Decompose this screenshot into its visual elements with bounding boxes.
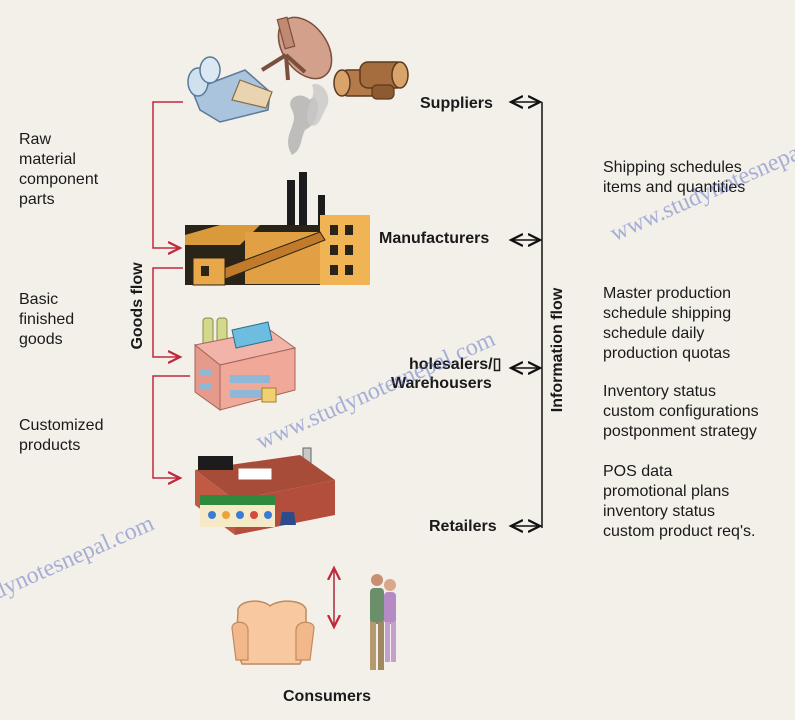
goods-flow-suppliers-to-manufacturers <box>152 101 183 248</box>
supplier-illustration <box>187 16 409 123</box>
goods-flow-warehousers-to-retailers <box>152 375 190 478</box>
stage-suppliers: Suppliers <box>420 95 493 112</box>
goods-flow-manufacturers-to-warehousers <box>152 267 183 357</box>
information-flow-label: Information flow <box>549 287 566 413</box>
label-basic-finished-goods: Basic finished goods <box>19 291 75 348</box>
info-shipping-schedules: Shipping schedules items and quantities <box>603 159 746 196</box>
factory-illustration <box>185 84 370 286</box>
armchair-icon <box>231 600 315 665</box>
info-pos-data: POS data promotional plans inventory sta… <box>603 463 756 540</box>
retail-store-illustration <box>195 447 335 535</box>
stage-warehousers: Warehousers <box>391 375 492 392</box>
information-flow-lines <box>511 102 543 528</box>
goods-flow-label: Goods flow <box>129 262 146 350</box>
logs-icon <box>333 61 409 100</box>
stage-wholesalers: holesalers/▯ <box>409 356 502 373</box>
paper-roll-icon <box>187 56 273 123</box>
label-raw-material: Raw material component parts <box>19 131 99 208</box>
consumers-illustration <box>231 574 396 670</box>
people-icon <box>370 574 396 670</box>
info-inventory-status: Inventory status custom configurations p… <box>603 383 759 440</box>
stage-manufacturers: Manufacturers <box>379 230 490 247</box>
chair-part-icon <box>260 16 333 81</box>
label-customized-products: Customized products <box>19 417 104 454</box>
stage-consumers: Consumers <box>283 688 372 705</box>
warehouse-illustration <box>193 317 297 411</box>
goods-flow-lines <box>152 101 334 627</box>
info-master-production: Master production schedule shipping sche… <box>603 285 732 362</box>
stage-retailers: Retailers <box>429 518 497 535</box>
